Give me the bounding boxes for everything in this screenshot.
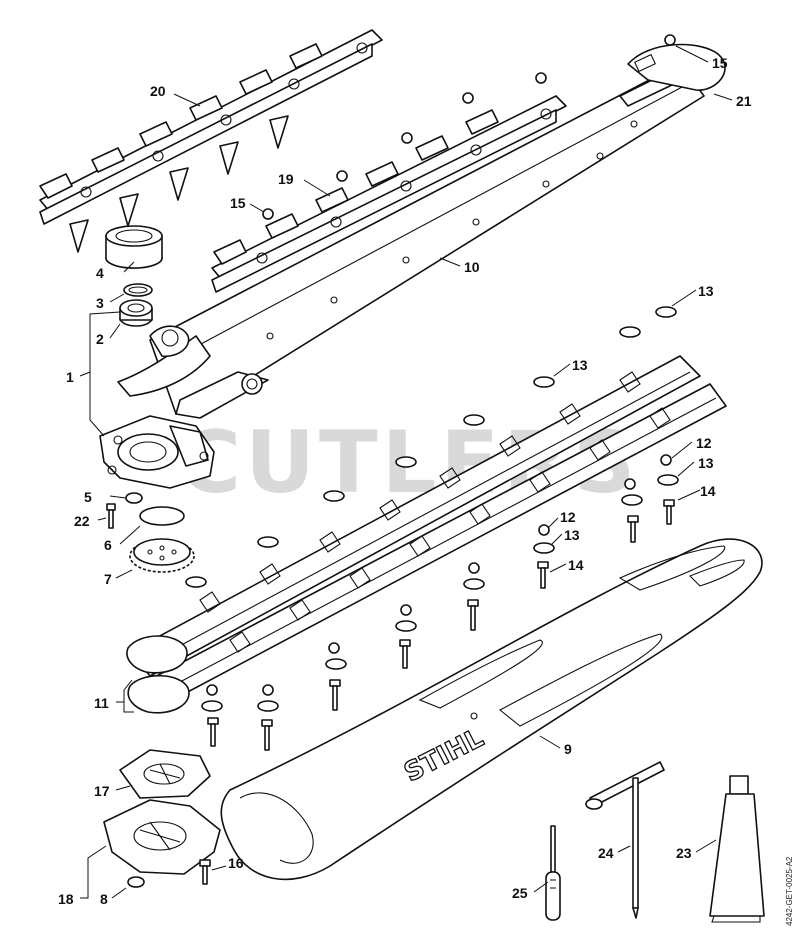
callout-25: 25 [512,885,528,901]
gearbox-cover-17 [119,749,211,799]
drive-drum [105,225,163,269]
gear-housing [99,415,215,489]
support-bar [117,63,705,419]
callout-14-center: 14 [568,557,584,573]
nut-8 [127,876,145,888]
callout-17: 17 [94,783,110,799]
callout-3: 3 [96,295,104,311]
callout-8: 8 [100,891,108,907]
callout-12-right: 12 [696,435,712,451]
circlip-5 [125,492,143,504]
callout-2: 2 [96,331,104,347]
nuts-12 [206,454,672,696]
screwdriver [545,825,561,921]
circlip-3 [123,283,153,297]
callout-23: 23 [676,845,692,861]
callout-12-center: 12 [560,509,576,525]
callout-24: 24 [598,845,614,861]
callout-4: 4 [96,265,104,281]
callout-9: 9 [564,741,572,757]
cutter-blades [126,355,727,714]
gear-housing-cover-18 [103,799,221,875]
cutter-guard-upper [39,29,383,253]
screws-14 [207,499,675,751]
callout-13-mid: 13 [572,357,588,373]
callout-14-right: 14 [700,483,716,499]
callout-15-nut: 15 [230,195,246,211]
washers-13 [185,306,679,712]
callout-1: 1 [66,369,74,385]
ball-bearing [119,299,153,327]
tip-guard [619,34,726,107]
washer-6 [139,506,185,526]
spur-gear [129,538,195,573]
callout-18: 18 [58,891,74,907]
callout-15-tip: 15 [712,55,728,71]
leader-lines [79,45,733,899]
callout-6: 6 [104,537,112,553]
callout-7: 7 [104,571,112,587]
guard-nuts [262,72,547,220]
callout-13-center: 13 [564,527,580,543]
callout-16: 16 [228,855,244,871]
callout-13-right: 13 [698,455,714,471]
callout-13-top: 13 [698,283,714,299]
callout-10: 10 [464,259,480,275]
callout-labels: 15 21 20 19 15 10 4 3 2 1 13 13 12 13 14… [58,55,752,907]
drawing-code: 4242-GET-0025-A2 [785,856,794,926]
callout-20: 20 [150,83,166,99]
screw-16 [199,859,211,885]
screw-22 [106,503,116,529]
callout-21: 21 [736,93,752,109]
callout-22: 22 [74,513,90,529]
callout-11: 11 [94,695,109,711]
callout-19: 19 [278,171,294,187]
callout-5: 5 [84,489,92,505]
combination-wrench [585,761,665,919]
grease-tube [709,775,765,923]
